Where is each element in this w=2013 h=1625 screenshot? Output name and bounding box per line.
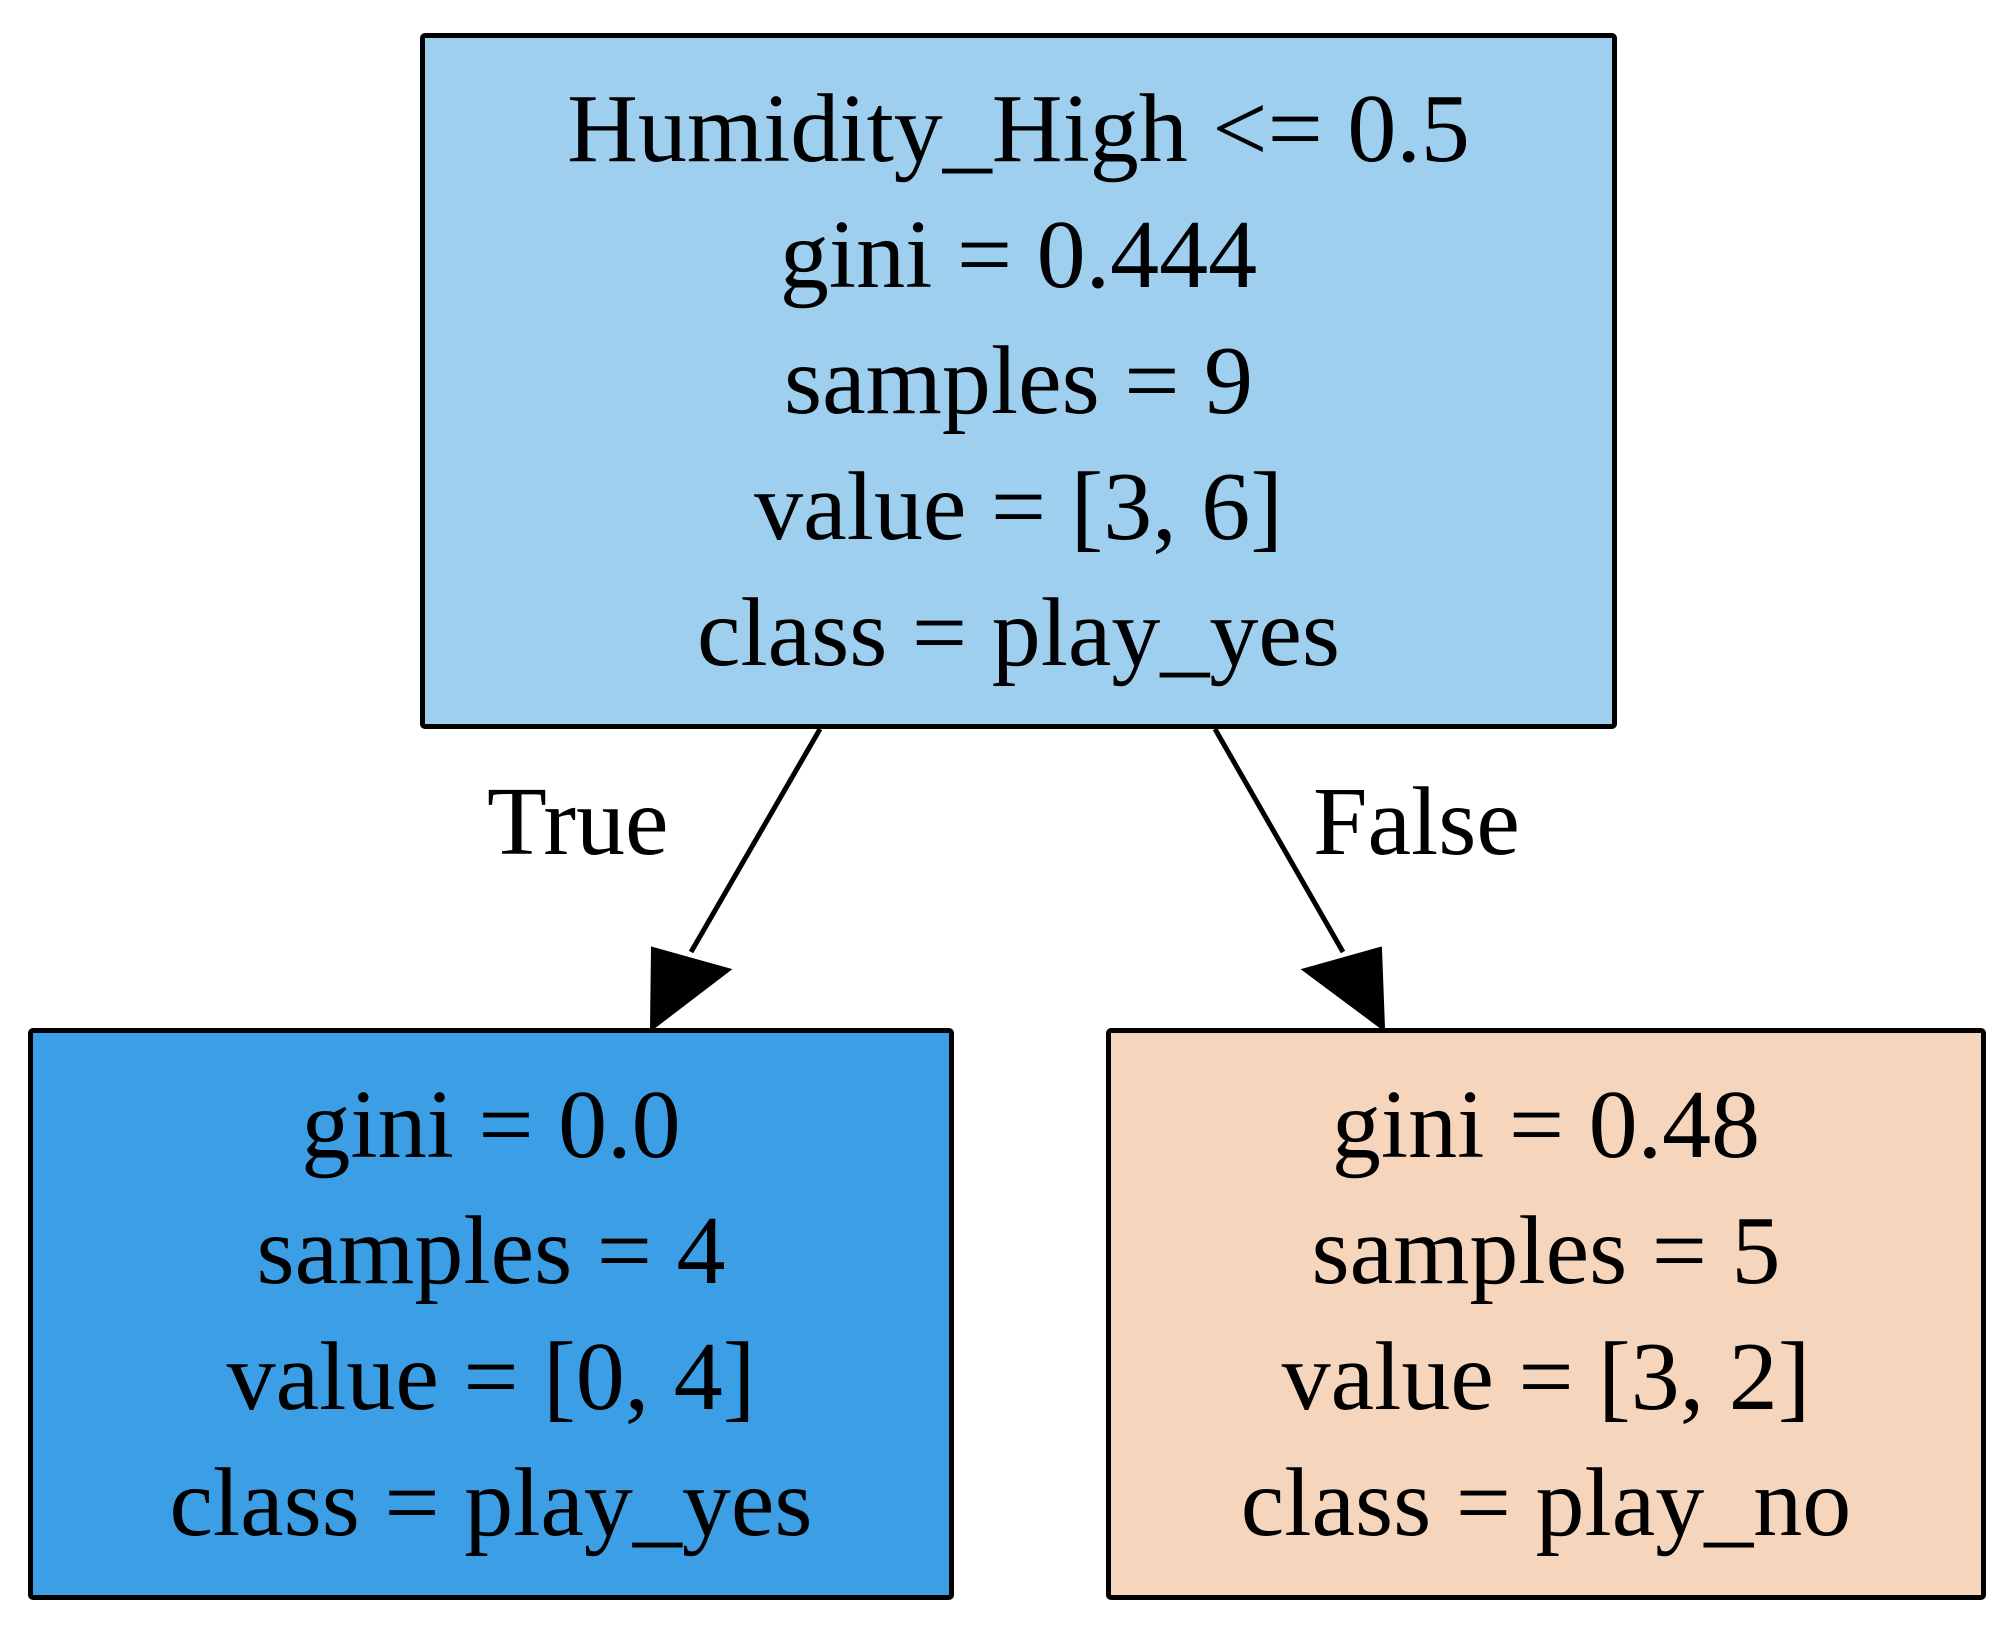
- edge-true: [649, 727, 823, 1033]
- root-value: value = [3, 6]: [754, 453, 1283, 561]
- root-class: class = play_yes: [696, 579, 1341, 687]
- root-gini: gini = 0.444: [779, 201, 1258, 309]
- edge-false: [1212, 727, 1386, 1033]
- right-value: value = [3, 2]: [1281, 1323, 1811, 1431]
- left-value: value = [0, 4]: [226, 1323, 756, 1431]
- left-gini: gini = 0.0: [301, 1071, 681, 1179]
- left-class: class = play_yes: [169, 1449, 813, 1557]
- root-node: Humidity_High <= 0.5 gini = 0.444 sample…: [420, 33, 1617, 729]
- right-gini: gini = 0.48: [1331, 1071, 1761, 1179]
- right-leaf-node: gini = 0.48 samples = 5 value = [3, 2] c…: [1106, 1028, 1986, 1600]
- edge-label-false: False: [1313, 768, 1520, 876]
- arrowhead-false-icon: [1300, 946, 1386, 1033]
- left-samples: samples = 4: [256, 1197, 726, 1305]
- edge-label-true: True: [487, 768, 669, 876]
- arrowhead-true-icon: [649, 946, 733, 1033]
- root-condition: Humidity_High <= 0.5: [567, 75, 1470, 183]
- right-class: class = play_no: [1240, 1449, 1852, 1557]
- root-samples: samples = 9: [784, 327, 1253, 435]
- left-leaf-node: gini = 0.0 samples = 4 value = [0, 4] cl…: [28, 1028, 954, 1600]
- right-samples: samples = 5: [1311, 1197, 1781, 1305]
